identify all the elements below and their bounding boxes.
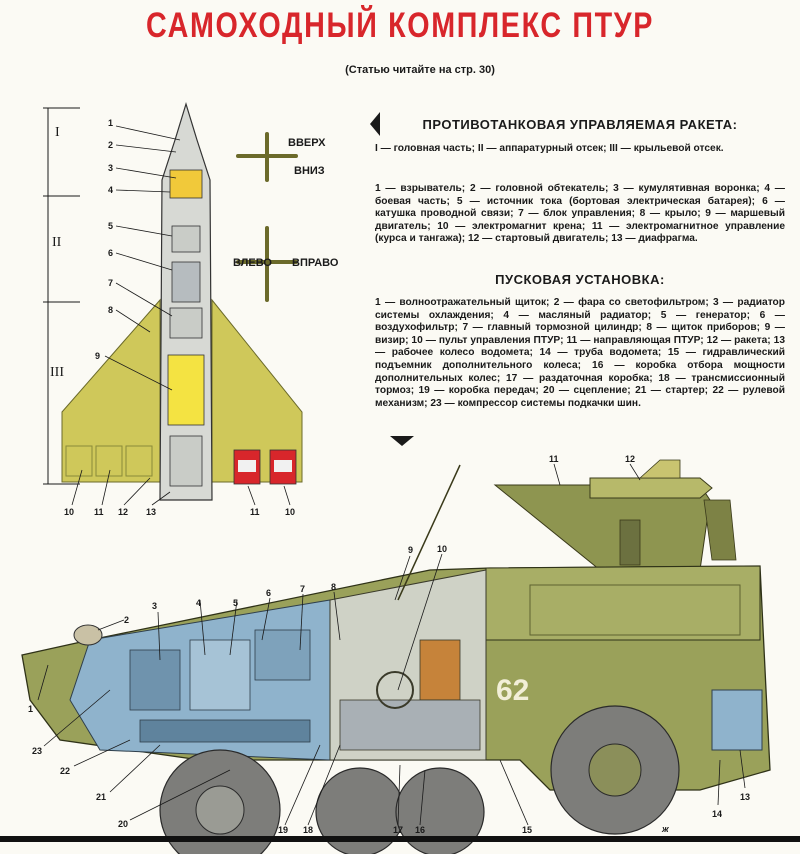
section-label-i: I (55, 125, 60, 140)
vehicle-part-4: 4 (196, 598, 201, 608)
vehicle-part-23: 23 (32, 746, 42, 756)
vehicle-part-11: 11 (549, 454, 559, 464)
vehicle-part-18: 18 (303, 825, 313, 835)
rocket-items-text: 1 — взрыватель; 2 — головной обтекатель;… (375, 183, 785, 245)
rocket-part-10: 10 (64, 507, 74, 517)
vehicle-part-17: 17 (393, 825, 403, 835)
rocket-part-9: 9 (95, 351, 100, 361)
vehicle-part-6: 6 (266, 588, 271, 598)
vehicle-part-13: 13 (740, 792, 750, 802)
vehicle-part-5: 5 (233, 598, 238, 608)
rocket-part-7: 7 (108, 278, 113, 288)
battery (171, 225, 201, 253)
page-subtitle: (Статью читайте на стр. 30) (0, 64, 800, 76)
vehicle-part-3: 3 (152, 601, 157, 611)
hull-number: 62 (496, 674, 529, 707)
wheel (395, 767, 485, 854)
wire-coil (171, 261, 201, 303)
launcher-items-text: 1 — волноотражательный щиток; 2 — фара с… (375, 297, 785, 409)
yaw-control-cross (236, 226, 298, 302)
vehicle-wheels (159, 705, 680, 854)
rocket-part-11: 11 (94, 507, 104, 517)
rocket-part-8: 8 (108, 305, 113, 315)
vehicle-part-14: 14 (712, 809, 722, 819)
vehicle-part-16: 16 (415, 825, 425, 835)
rocket-part-5: 5 (108, 221, 113, 231)
direction-right: ВПРАВО (292, 257, 339, 269)
vehicle-part-2: 2 (124, 615, 129, 625)
sustainer-motor (167, 354, 205, 426)
warhead (169, 169, 203, 199)
rocket-part-12: 12 (118, 507, 128, 517)
section-label-iii: III (50, 365, 64, 380)
rocket-part-4: 4 (108, 185, 113, 195)
rocket-part-1: 1 (108, 118, 113, 128)
text-pointer-left (370, 112, 380, 136)
ground-line (0, 836, 800, 842)
direction-up: ВВЕРХ (288, 137, 326, 149)
text-pointer-down (390, 436, 414, 446)
vehicle-part-10: 10 (437, 544, 447, 554)
rocket-diagram: I II III (43, 101, 339, 517)
rocket-parts-text: I — головная часть; II — аппаратурный от… (375, 143, 724, 154)
rocket-wing (61, 298, 161, 483)
missile-on-rail (589, 477, 713, 499)
vehicle-part-20: 20 (118, 819, 128, 829)
pitch-control-cross (236, 132, 298, 182)
section-label-ii: II (52, 235, 62, 250)
direction-down: ВНИЗ (294, 165, 325, 177)
rocket-part-13: 13 (146, 507, 156, 517)
rocket-part-10b: 10 (285, 507, 295, 517)
control-unit (169, 307, 203, 339)
vehicle-part-19: 19 (278, 825, 288, 835)
vehicle-diagram: 62 (0, 454, 800, 854)
vehicle-part-22: 22 (60, 766, 70, 776)
direction-left: ВЛЕВО (233, 257, 272, 269)
vehicle-part-21: 21 (96, 792, 106, 802)
vehicle-part-15: 15 (522, 825, 532, 835)
booster-motor (169, 435, 203, 487)
launcher-section-heading: ПУСКОВАЯ УСТАНОВКА: (495, 272, 665, 287)
vehicle-part-9: 9 (408, 545, 413, 555)
rocket-part-6: 6 (108, 248, 113, 258)
waterjet-impeller (711, 689, 763, 751)
rocket-part-11b: 11 (250, 507, 260, 517)
antenna (397, 464, 461, 601)
vehicle-part-12: 12 (625, 454, 635, 464)
headlight (73, 624, 103, 646)
rocket-part-3: 3 (108, 163, 113, 173)
vehicle-part-7: 7 (300, 584, 305, 594)
rocket-part-2: 2 (108, 140, 113, 150)
rocket-section-heading: ПРОТИВОТАНКОВАЯ УПРАВЛЯЕМАЯ РАКЕТА: (422, 117, 738, 132)
vehicle-part-1: 1 (28, 704, 33, 714)
subtitle-text: (Статью читайте на стр. 30) (345, 64, 495, 76)
vehicle-part-8: 8 (331, 582, 336, 592)
page-title: САМОХОДНЫЙ КОМПЛЕКС ПТУР (145, 6, 655, 45)
artist-signature: ж (661, 824, 669, 834)
